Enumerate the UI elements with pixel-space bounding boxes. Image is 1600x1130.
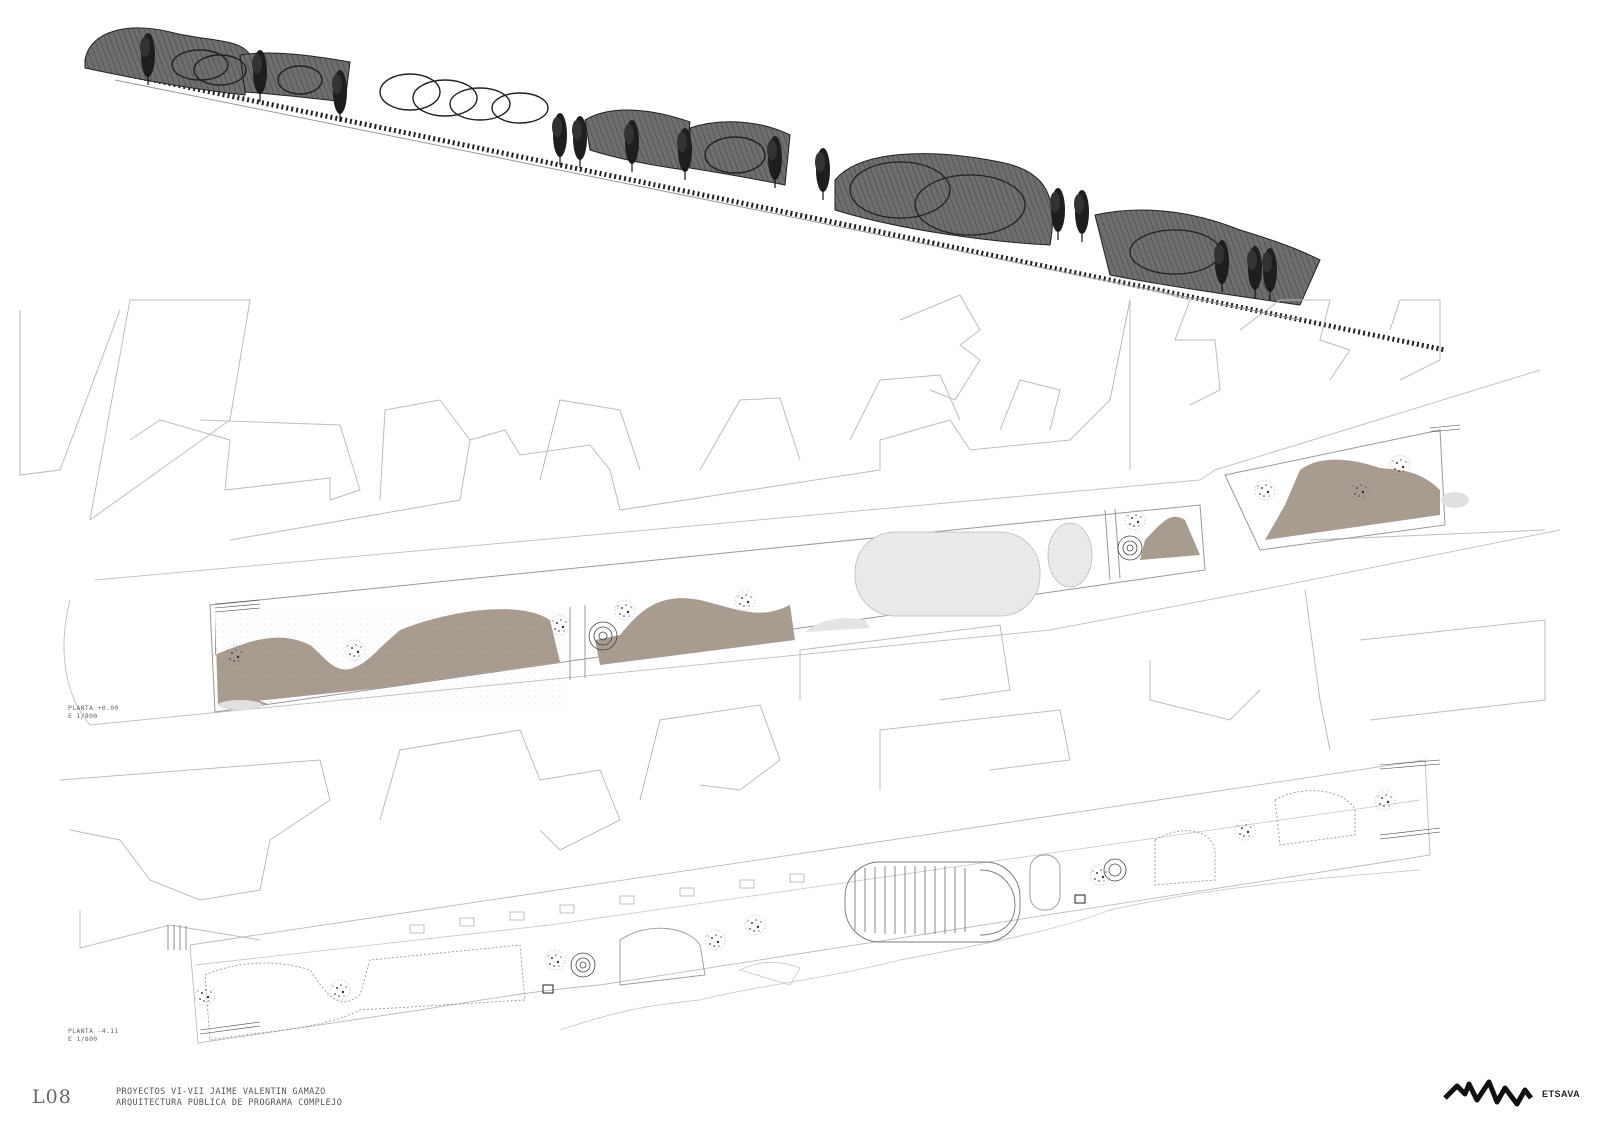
project-line-1: PROYECTOS VI-VII JAIME VALENTIN GAMAZO — [116, 1087, 326, 1097]
plan-lower-details — [167, 759, 1441, 1035]
school-logo-text: ETSAVA — [1542, 1089, 1581, 1099]
plan-label-lower: PLANTA -4.11 E 1/800 — [68, 1027, 119, 1043]
plan-label-ground: PLANTA +0.00 E 1/800 — [68, 704, 119, 720]
plan-name: PLANTA +0.00 — [68, 704, 119, 712]
axonometric-view — [84, 27, 1446, 353]
plan-scale: E 1/800 — [68, 1035, 98, 1043]
project-line-2: ARQUITECTURA PÚBLICA DE PROGRAMA COMPLEJ… — [116, 1098, 343, 1108]
stair-icon — [214, 424, 1461, 613]
ground-hills — [214, 424, 1469, 710]
plan-scale: E 1/800 — [68, 712, 98, 720]
project-title: PROYECTOS VI-VII JAIME VALENTIN GAMAZO A… — [116, 1087, 342, 1109]
etsava-logo-icon — [1443, 1079, 1533, 1107]
sheet-number: L08 — [32, 1086, 72, 1108]
plan-ground-level — [19, 289, 1561, 901]
plan-name: PLANTA -4.11 — [68, 1027, 119, 1035]
plan-lower-level — [79, 759, 1431, 1044]
